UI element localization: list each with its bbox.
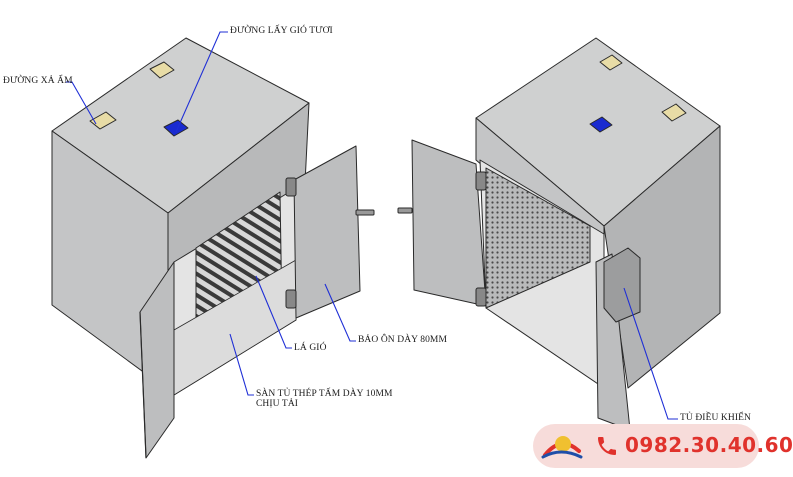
right-vent-2 [589, 116, 613, 133]
leader-lines [66, 31, 678, 420]
label-floor-line2: CHỊU TẢI [256, 399, 299, 409]
right-vent-3 [661, 103, 687, 122]
exhaust-vent [89, 111, 117, 130]
right-door-1 [411, 139, 487, 307]
leader-louver [255, 275, 292, 349]
leader-fresh-air [175, 31, 228, 133]
right-vent-1 [599, 54, 623, 71]
label-floor-line1: SÀN TỦ THÉP TẤM DÀY 10MM [256, 389, 393, 399]
company-logo [541, 436, 583, 459]
right-perforated-wall [485, 167, 591, 309]
right-cabinet [397, 37, 721, 431]
leader-exhaust [66, 81, 97, 125]
label-floor: SÀN TỦ THÉP TẤM DÀY 10MM CHỊU TẢI [256, 389, 406, 409]
label-control-box: TỦ ĐIỀU KHIỂN [680, 413, 751, 423]
diagram-canvas: ĐƯỜNG XẢ ẨM ĐƯỜNG LẤY GIÓ TƯƠI LÁ GIÓ BẢ… [3, 26, 793, 468]
label-insulation: BẢO ÔN DÀY 80MM [358, 335, 448, 345]
leader-control-box [623, 287, 678, 420]
leader-floor [229, 333, 254, 396]
label-exhaust: ĐƯỜNG XẢ ẨM [3, 76, 73, 86]
label-louver: LÁ GIÓ [294, 343, 327, 353]
leader-insulation [324, 283, 356, 342]
drying-cabinet-illustration [51, 31, 721, 459]
phone-icon [598, 437, 616, 455]
label-fresh-air: ĐƯỜNG LẤY GIÓ TƯƠI [230, 26, 333, 36]
left-door-2 [293, 145, 361, 319]
top-vent [149, 61, 175, 79]
fresh-air-vent [163, 119, 189, 137]
control-box [603, 247, 641, 323]
left-cabinet [51, 37, 375, 459]
phone-badge[interactable]: 0982.30.40.60 [533, 424, 793, 468]
phone-number[interactable]: 0982.30.40.60 [625, 433, 793, 457]
